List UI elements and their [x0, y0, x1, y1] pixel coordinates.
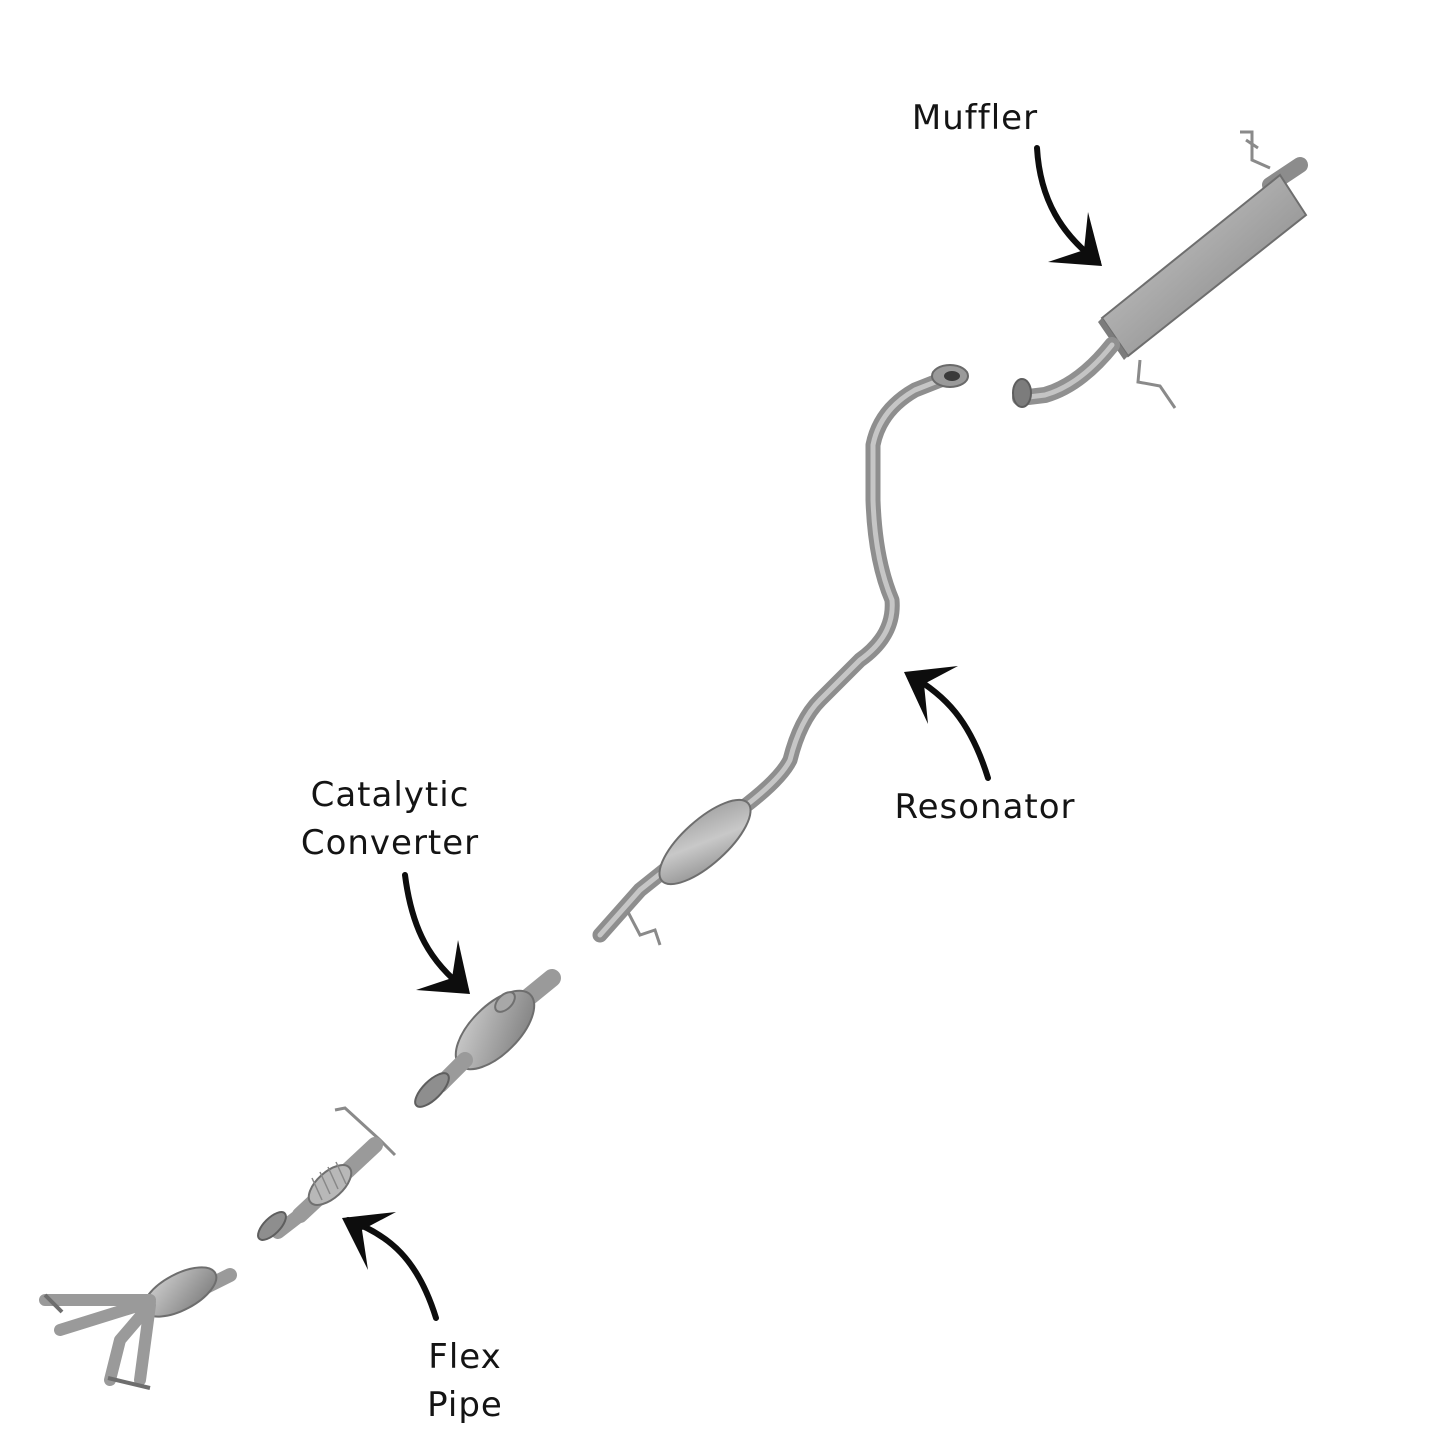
- resonator-label: Resonator: [880, 783, 1090, 831]
- arrow-to-muffler: [1034, 145, 1102, 266]
- arrow-to-flex-pipe: [342, 1212, 439, 1321]
- catalytic-converter-label: Catalytic Converter: [280, 771, 500, 867]
- flex-label-line2: Pipe: [427, 1385, 503, 1425]
- muffler-label: Muffler: [895, 94, 1055, 142]
- catalytic-label-line1: Catalytic: [310, 775, 470, 815]
- catalytic-converter-part: [414, 969, 561, 1108]
- muffler-part: [1012, 130, 1308, 409]
- arrow-to-catalytic-converter: [402, 872, 470, 994]
- muffler-label-text: Muffler: [911, 98, 1039, 138]
- resonator-label-text: Resonator: [894, 787, 1076, 827]
- catalytic-label-line2: Converter: [300, 823, 480, 863]
- flex-label-line1: Flex: [428, 1337, 502, 1377]
- exhaust-manifold-part: [39, 1266, 237, 1390]
- arrow-to-resonator: [904, 666, 991, 781]
- flex-pipe-label: Flex Pipe: [400, 1333, 530, 1429]
- flex-pipe-part: [257, 1106, 397, 1241]
- resonator-part: [592, 364, 969, 946]
